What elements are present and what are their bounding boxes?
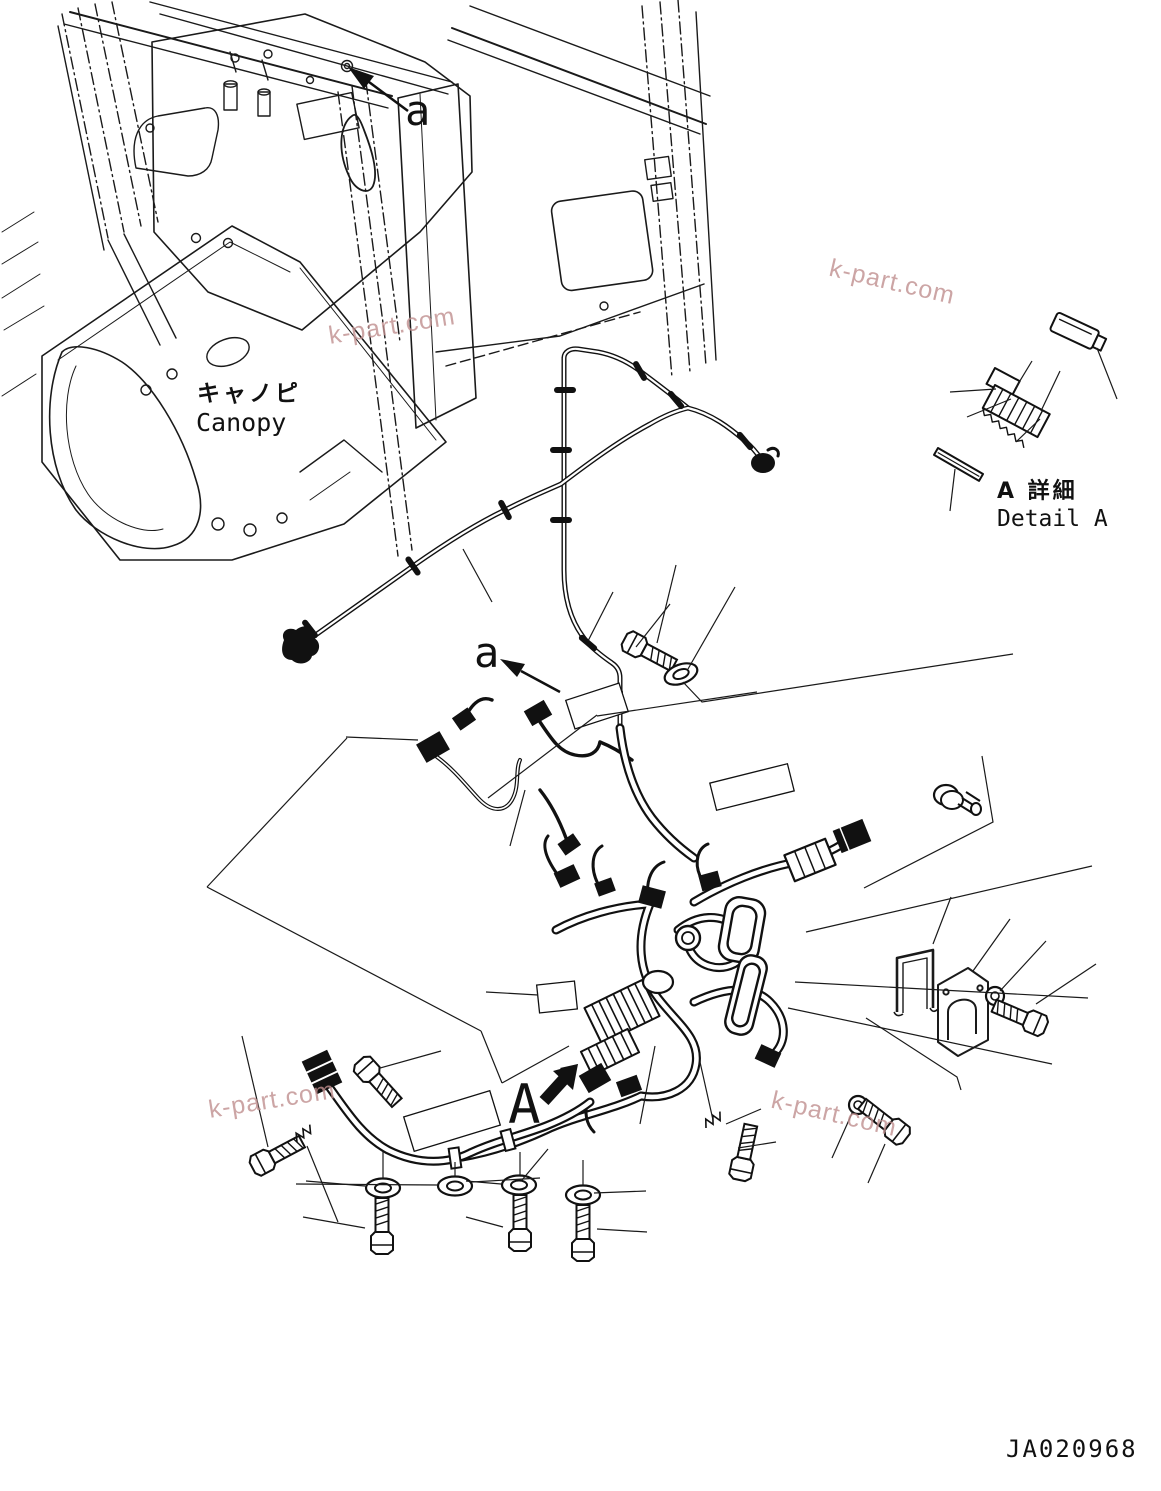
section-label-a: A xyxy=(508,1073,541,1136)
wire-end-connector-left xyxy=(282,626,320,664)
washer xyxy=(564,1184,602,1206)
drawing-number: JA020968 xyxy=(1006,1435,1138,1463)
assembly-label-jp: キャノピ xyxy=(197,381,301,407)
lead-lines xyxy=(206,347,1118,1233)
view-arrow-top xyxy=(348,67,409,113)
ground-terminal xyxy=(301,1049,343,1095)
blank-part-labels xyxy=(402,682,795,1153)
bolt xyxy=(571,1204,595,1262)
bolt xyxy=(246,1130,309,1179)
wiring-harness xyxy=(282,346,780,733)
detail-title-jp: A 詳細 xyxy=(997,479,1078,504)
flange-bolt xyxy=(932,783,982,816)
view-label-a-top: a xyxy=(405,86,431,135)
fasteners xyxy=(246,628,982,1262)
bolt xyxy=(350,1052,406,1112)
clamp-and-plate xyxy=(893,948,1051,1057)
canopy-frame xyxy=(1,0,717,561)
view-arrow-mid xyxy=(500,659,561,694)
detail-a-parts xyxy=(933,311,1108,482)
main-harness-cluster xyxy=(457,723,872,1162)
bolt xyxy=(727,1121,763,1184)
view-label-a-mid: a xyxy=(474,628,500,677)
washer xyxy=(364,1177,402,1199)
washer xyxy=(436,1175,474,1197)
bolt xyxy=(508,1194,532,1252)
wire-end-connector-right xyxy=(751,446,780,473)
ribbed-connector xyxy=(981,367,1051,449)
connector-plug xyxy=(1049,311,1108,352)
detail-title-en: Detail A xyxy=(997,506,1108,532)
sub-harness xyxy=(416,697,634,856)
bolt xyxy=(370,1197,394,1255)
flat-strip xyxy=(933,447,985,482)
assembly-label-en: Canopy xyxy=(196,408,287,437)
section-arrow-a-solid xyxy=(539,1064,578,1106)
ground-cable xyxy=(301,1049,595,1170)
